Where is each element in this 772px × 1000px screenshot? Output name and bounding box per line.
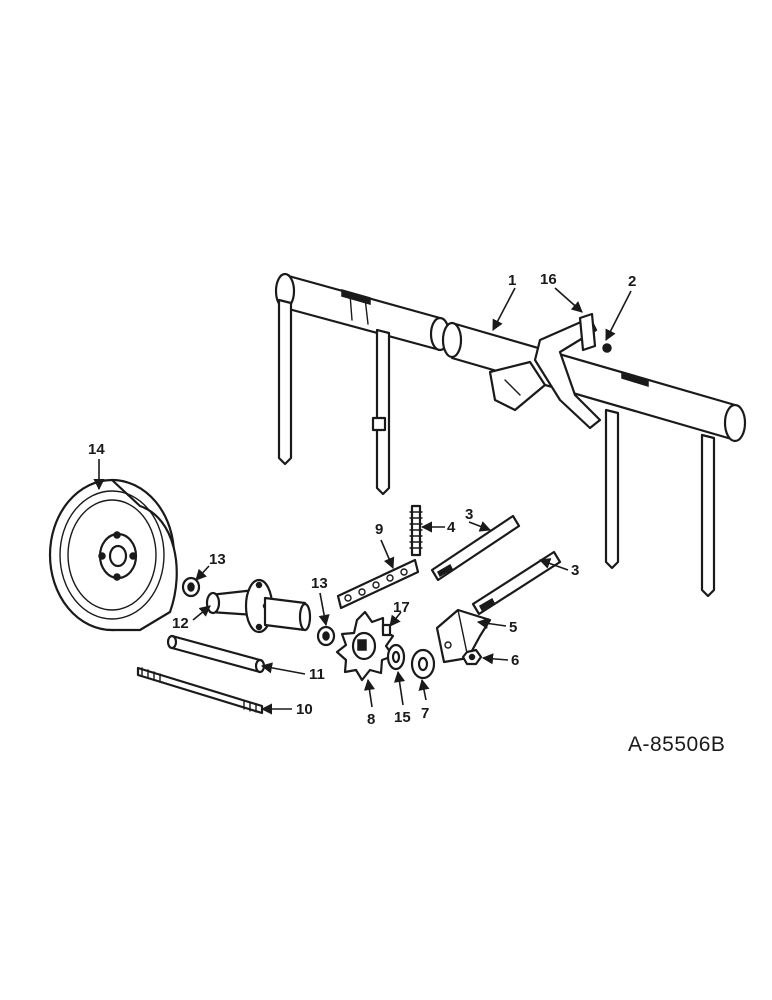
spring (409, 504, 423, 557)
wheel-hub (205, 578, 312, 634)
mount-bracket (488, 312, 612, 430)
tube-legs (277, 298, 716, 598)
callout-12: 12 (172, 615, 189, 632)
callout-5: 5 (509, 619, 517, 636)
callout-13-left: 13 (209, 551, 226, 568)
callout-13-right: 13 (311, 575, 328, 592)
tube-right (441, 321, 747, 443)
callout-6: 6 (511, 652, 519, 669)
roller-chain (336, 558, 420, 610)
callout-7: 7 (421, 705, 429, 722)
callout-1: 1 (508, 272, 516, 289)
callout-17: 17 (393, 599, 410, 616)
leader-lines (93, 287, 632, 715)
diagram-reference-number: A-85506B (628, 733, 725, 756)
callout-10: 10 (296, 701, 313, 718)
callout-11: 11 (309, 666, 325, 683)
callout-14: 14 (88, 441, 105, 458)
tube-left (274, 272, 451, 352)
angle-bracket (435, 608, 492, 664)
key (381, 623, 392, 637)
callout-numbers: 1 2 16 3 3 4 9 5 6 7 15 17 8 11 10 12 13… (88, 271, 636, 728)
spacer-tube (166, 634, 266, 674)
strap-upper (430, 514, 521, 582)
callout-8: 8 (367, 711, 375, 728)
bearing-cone-right (316, 625, 336, 647)
callout-4: 4 (447, 519, 456, 536)
strap-lower (471, 550, 562, 616)
bearing-cone-left (181, 576, 201, 598)
bushing (386, 643, 406, 671)
callout-16: 16 (540, 271, 557, 288)
callout-3-lower: 3 (571, 562, 579, 579)
axle-rod (136, 666, 264, 715)
washer (410, 648, 436, 680)
hex-nut (461, 648, 483, 666)
callout-2: 2 (628, 273, 636, 290)
callout-9: 9 (375, 521, 383, 538)
sprocket (335, 610, 395, 682)
wheel-rim (48, 478, 178, 632)
callout-15: 15 (394, 709, 411, 726)
callout-3-upper: 3 (465, 506, 473, 523)
